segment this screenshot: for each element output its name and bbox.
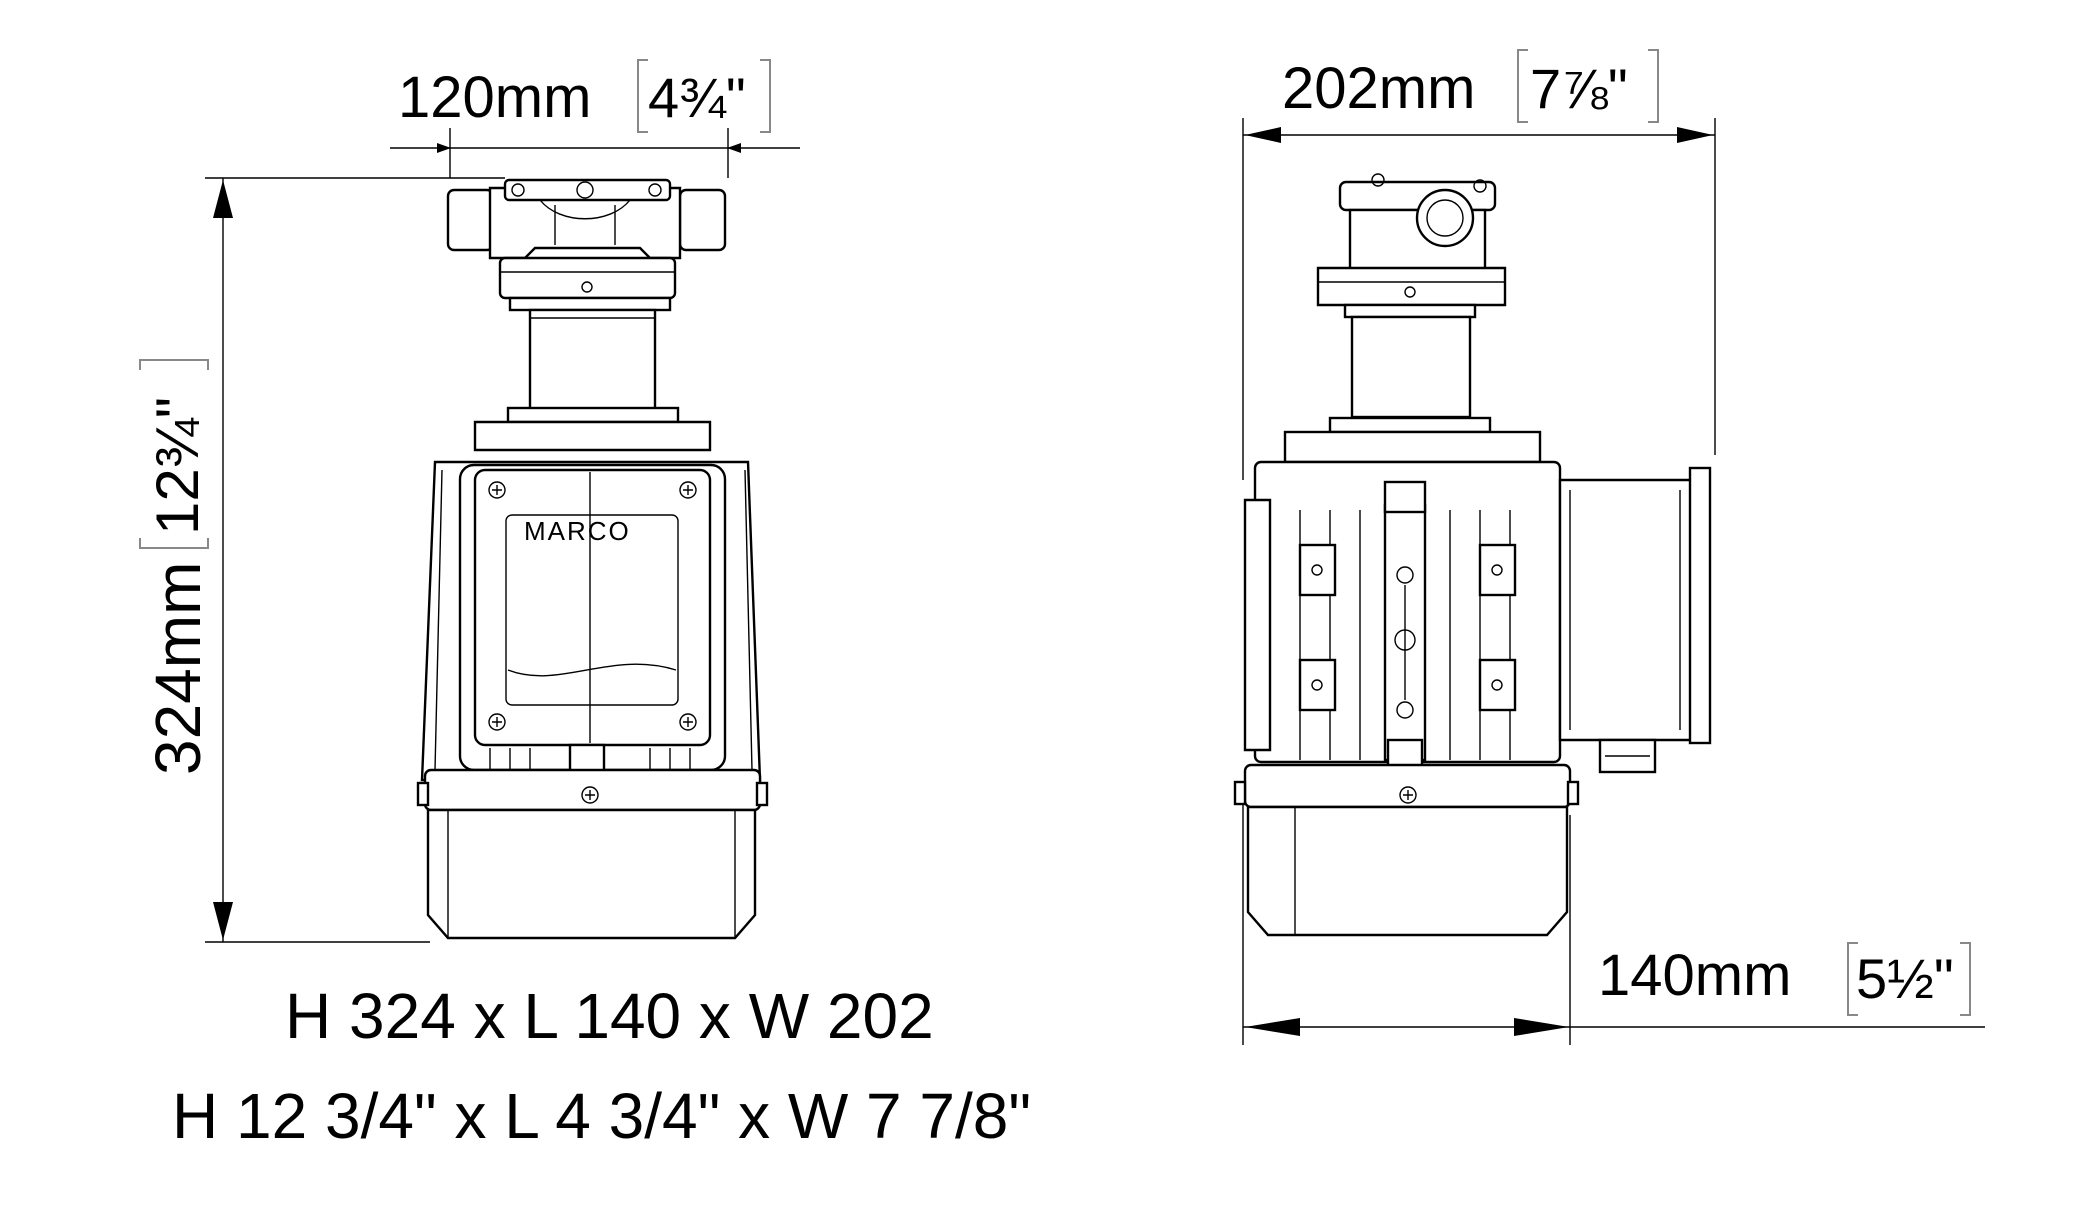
bracket-bottom-right — [1847, 942, 1971, 1016]
summary-imperial: H 12 3/4" x L 4 3/4" x W 7 7/8" — [172, 1080, 1031, 1152]
dim-width-side-inch: 7⅞" — [1530, 57, 1628, 120]
dim-length — [1242, 790, 1985, 1045]
dim-width-side-mm: 202mm — [1282, 56, 1475, 121]
dim-width-front-mm: 120mm — [398, 65, 591, 130]
dim-height-mm: 324mm — [142, 562, 214, 775]
dim-width-front — [390, 128, 800, 178]
bracket-top-right — [1517, 49, 1659, 123]
dim-length-inch: 5½" — [1856, 947, 1954, 1010]
marco-logo: MARCO — [524, 516, 631, 546]
summary-metric: H 324 x L 140 x W 202 — [285, 980, 934, 1052]
dim-width-side — [1242, 118, 1716, 480]
dim-length-mm: 140mm — [1598, 943, 1791, 1008]
dim-height — [205, 177, 505, 943]
bracket-height — [139, 359, 209, 549]
bracket-top-left — [637, 59, 771, 133]
pump-side-view — [1233, 173, 1712, 937]
dim-height-inch: 12¾" — [144, 397, 211, 535]
pump-front-view — [416, 178, 769, 940]
dim-width-front-inch: 4¾" — [648, 66, 746, 129]
